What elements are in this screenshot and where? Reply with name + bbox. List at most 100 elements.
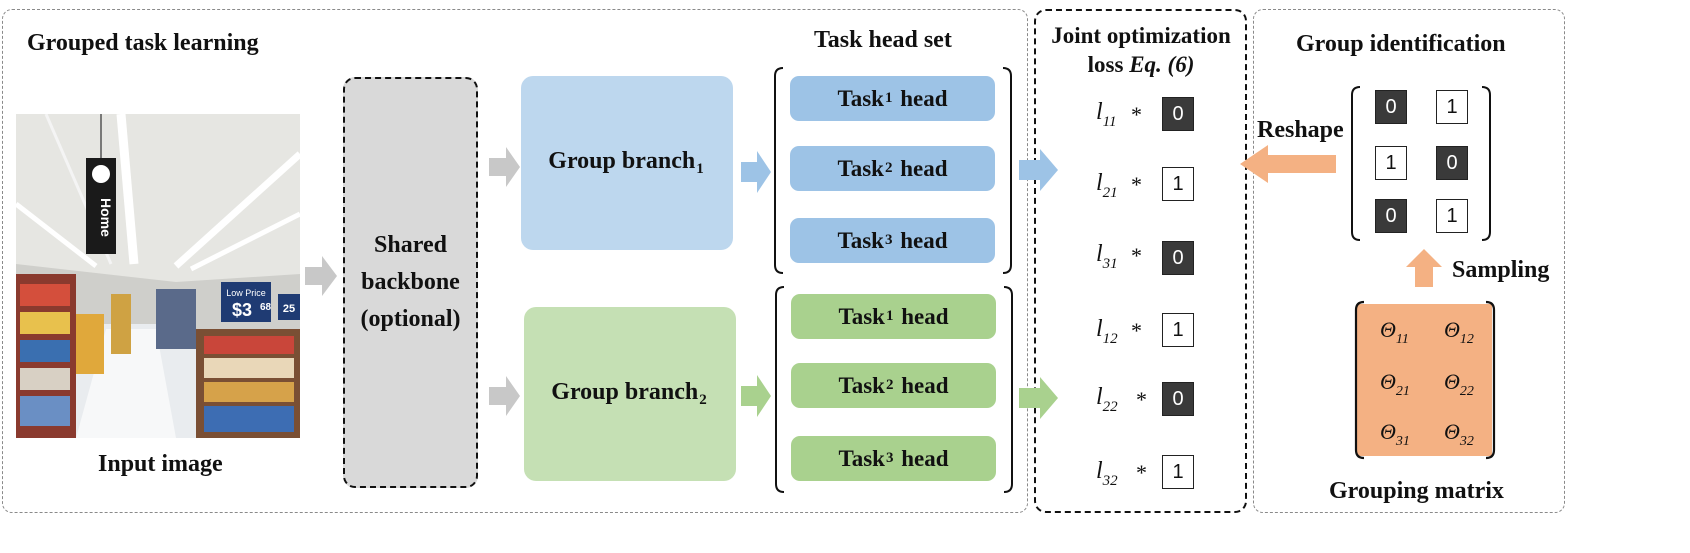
sign-25-text: 25	[283, 303, 295, 315]
theta-22: Θ22	[1444, 369, 1474, 400]
loss-l21: l21	[1096, 170, 1118, 202]
loss-l22: l22	[1096, 384, 1118, 416]
group-identification-panel	[1253, 9, 1565, 513]
theta-11: Θ11	[1380, 317, 1409, 348]
group-branch-2-label: Group branch	[551, 379, 699, 405]
binary-matrix-r2c2: 0	[1436, 146, 1468, 180]
loss-sym: l	[1096, 384, 1103, 410]
price-sign-cents: 68	[260, 302, 272, 313]
loss-sym: l	[1096, 241, 1103, 267]
head-post: head	[895, 303, 949, 329]
group-identification-title: Group identification	[1296, 31, 1506, 57]
theta-32: Θ32	[1444, 419, 1474, 450]
backbone-line1: Shared	[374, 232, 447, 258]
head-pre: Task	[837, 85, 884, 111]
binary-matrix-r2c1: 1	[1375, 146, 1407, 180]
loss-weight-l32: 1	[1162, 455, 1194, 489]
binary-matrix-r3c1: 0	[1375, 199, 1407, 233]
loss-sub: 11	[1102, 114, 1117, 130]
head-post: head	[894, 227, 948, 253]
backbone-line3: (optional)	[360, 306, 461, 332]
loss-op: *	[1131, 243, 1142, 268]
bracket-binary-right	[1481, 86, 1491, 241]
head-pre: Task	[838, 303, 885, 329]
arrow-branch2-to-heads	[741, 375, 771, 417]
theta-sub: 22	[1459, 384, 1474, 399]
arrow-backbone-to-branch2	[489, 376, 520, 416]
loss-l11: l11	[1096, 99, 1117, 131]
joint-optimization-eq-ref: Eq. (6)	[1129, 52, 1195, 77]
arrow-backbone-to-branch1	[489, 147, 520, 187]
joint-optimization-panel	[1034, 9, 1247, 513]
head-sub: 1	[884, 90, 893, 106]
theta-sym: Θ	[1380, 419, 1396, 444]
input-image-caption: Input image	[98, 451, 223, 477]
head-post: head	[894, 85, 948, 111]
theta-sub: 12	[1459, 332, 1474, 347]
sampling-arrow	[1406, 249, 1442, 287]
group-branch-1: Group branch1	[521, 76, 733, 250]
price-sign-text: $3	[232, 300, 252, 320]
loss-l12: l12	[1096, 316, 1118, 348]
head-sub: 3	[884, 232, 893, 248]
loss-sym: l	[1096, 170, 1103, 196]
arrow-image-to-backbone	[305, 256, 337, 296]
loss-op: *	[1131, 102, 1142, 127]
store-aisle-illustration: Low Price $3 68 25 Home	[16, 114, 300, 438]
loss-sub: 21	[1102, 185, 1118, 201]
bracket-grouping-right	[1485, 300, 1496, 460]
head-post: head	[895, 445, 949, 471]
head-post: head	[894, 155, 948, 181]
head-sub: 3	[885, 450, 894, 466]
task-head-set-title: Task head set	[814, 27, 952, 53]
head-post: head	[895, 372, 949, 398]
theta-sym: Θ	[1380, 369, 1396, 394]
theta-sym: Θ	[1444, 369, 1460, 394]
loss-weight-l11: 0	[1162, 97, 1194, 131]
loss-op: *	[1136, 387, 1147, 412]
loss-sub: 32	[1102, 473, 1118, 489]
loss-sub: 31	[1102, 256, 1118, 272]
grouped-task-learning-panel	[2, 9, 1028, 513]
reshape-arrow	[1240, 145, 1336, 183]
theta-21: Θ21	[1380, 369, 1410, 400]
input-image: Low Price $3 68 25 Home	[16, 114, 300, 438]
head-pre: Task	[837, 155, 884, 181]
loss-weight-l31: 0	[1162, 241, 1194, 275]
grouping-matrix-caption: Grouping matrix	[1329, 478, 1504, 504]
bracket-heads1-right	[1002, 67, 1012, 274]
loss-l32: l32	[1096, 458, 1118, 490]
binary-matrix-r1c1: 0	[1375, 90, 1407, 124]
theta-sub: 32	[1459, 434, 1474, 449]
low-price-sign-text: Low Price	[226, 288, 266, 298]
theta-sub: 21	[1395, 384, 1410, 399]
loss-sym: l	[1096, 458, 1103, 484]
loss-l31: l31	[1096, 241, 1118, 273]
loss-op: *	[1131, 172, 1142, 197]
bracket-heads1-left	[774, 67, 784, 274]
head-sub: 2	[884, 160, 893, 176]
group-branch-2: Group branch2	[524, 307, 736, 481]
head-sub: 2	[885, 377, 894, 393]
bracket-binary-left	[1351, 86, 1361, 241]
theta-12: Θ12	[1444, 317, 1474, 348]
loss-sym: l	[1096, 316, 1103, 342]
loss-op: *	[1136, 460, 1147, 485]
backbone-line2: backbone	[361, 269, 460, 295]
loss-sub: 22	[1102, 399, 1118, 415]
bracket-heads2-left	[775, 286, 785, 493]
loss-sub: 12	[1102, 331, 1118, 347]
loss-weight-l12: 1	[1162, 313, 1194, 347]
reshape-label: Reshape	[1257, 117, 1344, 143]
theta-sym: Θ	[1444, 317, 1460, 342]
theta-sub: 31	[1395, 434, 1410, 449]
bracket-grouping-left	[1354, 300, 1365, 460]
shared-backbone-box: Shared backbone (optional)	[343, 77, 478, 488]
grouped-task-learning-title: Grouped task learning	[27, 30, 259, 56]
joint-optimization-title-line2a: loss	[1087, 52, 1130, 77]
loss-weight-l22: 0	[1162, 382, 1194, 416]
